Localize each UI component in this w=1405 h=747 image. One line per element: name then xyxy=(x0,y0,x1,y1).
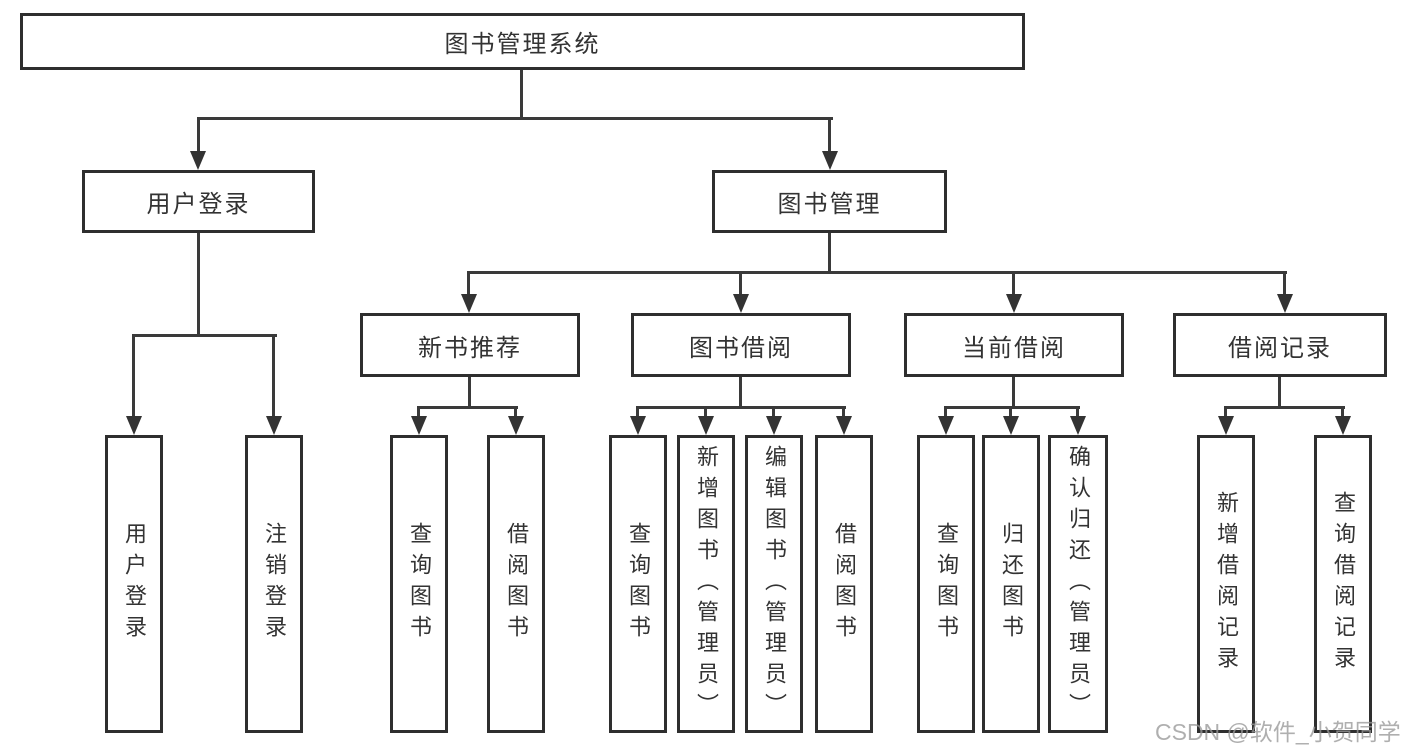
leaf-logout-login: 注销登录 xyxy=(245,435,303,733)
connector-to-leaf-logout xyxy=(272,334,275,418)
connector-book-management-stub xyxy=(828,233,831,274)
leaf-bb-borrow-book-label: 借阅图书 xyxy=(832,522,857,646)
connector-root-stub xyxy=(520,70,523,118)
leaf-bb-query-book: 查询图书 xyxy=(609,435,667,733)
leaf-bb-add-book-admin: 新增图书（管理员） xyxy=(677,435,735,733)
watermark: CSDN @软件_小贺同学 xyxy=(1155,719,1401,745)
connector-root-hline xyxy=(197,117,833,120)
arrow-down-icon xyxy=(698,416,714,435)
arrow-down-icon xyxy=(836,416,852,435)
arrow-down-icon xyxy=(508,416,524,435)
arrow-down-icon xyxy=(1006,294,1022,313)
node-new-book-recommend-label: 新书推荐 xyxy=(418,334,522,362)
connector-cb-hline xyxy=(944,406,1080,409)
connector-to-leaf-br-add xyxy=(1224,406,1227,418)
leaf-cb-confirm-return-admin-label: 确认归还（管理员） xyxy=(1066,444,1091,724)
connector-to-leaf-br-query xyxy=(1341,406,1344,418)
arrow-down-icon xyxy=(461,294,477,313)
node-root-label: 图书管理系统 xyxy=(444,31,601,58)
connector-user-login-hline xyxy=(132,334,277,337)
node-book-management: 图书管理 xyxy=(712,170,947,233)
leaf-bb-borrow-book: 借阅图书 xyxy=(815,435,873,733)
node-user-login-label: 用户登录 xyxy=(146,191,251,218)
leaf-cb-return-book-label: 归还图书 xyxy=(999,522,1024,646)
arrow-down-icon xyxy=(1218,416,1234,435)
connector-to-leaf-cb-query xyxy=(944,406,947,418)
leaf-cb-confirm-return-admin: 确认归还（管理员） xyxy=(1048,435,1108,733)
connector-br-hline xyxy=(1224,406,1345,409)
leaf-bb-add-book-admin-label: 新增图书（管理员） xyxy=(694,444,719,724)
leaf-br-query-record: 查询借阅记录 xyxy=(1314,435,1372,733)
arrow-down-icon xyxy=(126,416,142,435)
arrow-down-icon xyxy=(733,294,749,313)
connector-to-leaf-cb-return xyxy=(1009,406,1012,418)
connector-nb-hline xyxy=(417,406,518,409)
leaf-logout-login-label: 注销登录 xyxy=(262,522,287,646)
node-current-borrow-label: 当前借阅 xyxy=(962,334,1066,362)
node-new-book-recommend: 新书推荐 xyxy=(360,313,580,377)
arrow-down-icon xyxy=(1277,294,1293,313)
arrow-down-icon xyxy=(1335,416,1351,435)
leaf-br-add-record: 新增借阅记录 xyxy=(1197,435,1255,733)
leaf-cb-query-book-label: 查询图书 xyxy=(934,522,959,646)
connector-bb-hline xyxy=(636,406,846,409)
connector-to-leaf-cb-confirm xyxy=(1076,406,1079,418)
arrow-down-icon xyxy=(411,416,427,435)
leaf-nb-query-book: 查询图书 xyxy=(390,435,448,733)
arrow-down-icon xyxy=(630,416,646,435)
connector-to-book-borrow xyxy=(739,271,742,295)
leaf-cb-return-book: 归还图书 xyxy=(982,435,1040,733)
leaf-user-login: 用户登录 xyxy=(105,435,163,733)
leaf-bb-edit-book-admin: 编辑图书（管理员） xyxy=(745,435,803,733)
connector-bb-stub xyxy=(739,377,742,408)
connector-to-borrow-record xyxy=(1283,271,1286,295)
connector-nb-stub xyxy=(468,377,471,408)
connector-to-leaf-bb-edit xyxy=(772,406,775,418)
node-book-borrow: 图书借阅 xyxy=(631,313,851,377)
node-book-management-label: 图书管理 xyxy=(777,191,882,218)
leaf-user-login-label: 用户登录 xyxy=(122,522,147,646)
connector-to-leaf-bb-add xyxy=(704,406,707,418)
arrow-down-icon xyxy=(822,151,838,170)
connector-to-leaf-bb-query xyxy=(636,406,639,418)
connector-to-leaf-nb-borrow xyxy=(514,406,517,418)
arrow-down-icon xyxy=(190,151,206,170)
arrow-down-icon xyxy=(1070,416,1086,435)
leaf-nb-borrow-book: 借阅图书 xyxy=(487,435,545,733)
connector-cb-stub xyxy=(1012,377,1015,408)
leaf-cb-query-book: 查询图书 xyxy=(917,435,975,733)
node-book-borrow-label: 图书借阅 xyxy=(689,334,793,362)
leaf-bb-edit-book-admin-label: 编辑图书（管理员） xyxy=(762,444,787,724)
connector-to-book-management xyxy=(828,117,831,153)
connector-to-leaf-nb-query xyxy=(417,406,420,418)
connector-to-leaf-user-login xyxy=(132,334,135,418)
arrow-down-icon xyxy=(938,416,954,435)
node-current-borrow: 当前借阅 xyxy=(904,313,1124,377)
arrow-down-icon xyxy=(1003,416,1019,435)
leaf-br-query-record-label: 查询借阅记录 xyxy=(1331,491,1356,677)
arrow-down-icon xyxy=(266,416,282,435)
connector-br-stub xyxy=(1278,377,1281,408)
connector-to-new-book-recommend xyxy=(467,271,470,295)
leaf-br-add-record-label: 新增借阅记录 xyxy=(1214,491,1239,677)
connector-to-current-borrow xyxy=(1012,271,1015,295)
arrow-down-icon xyxy=(766,416,782,435)
connector-to-leaf-bb-borrow xyxy=(842,406,845,418)
leaf-nb-query-book-label: 查询图书 xyxy=(407,522,432,646)
leaf-nb-borrow-book-label: 借阅图书 xyxy=(504,522,529,646)
node-borrow-record-label: 借阅记录 xyxy=(1228,334,1332,362)
node-root: 图书管理系统 xyxy=(20,13,1025,70)
connector-book-management-hline xyxy=(467,271,1287,274)
connector-user-login-stub xyxy=(197,233,200,337)
leaf-bb-query-book-label: 查询图书 xyxy=(626,522,651,646)
node-user-login: 用户登录 xyxy=(82,170,315,233)
connector-to-user-login xyxy=(197,117,200,153)
node-borrow-record: 借阅记录 xyxy=(1173,313,1387,377)
